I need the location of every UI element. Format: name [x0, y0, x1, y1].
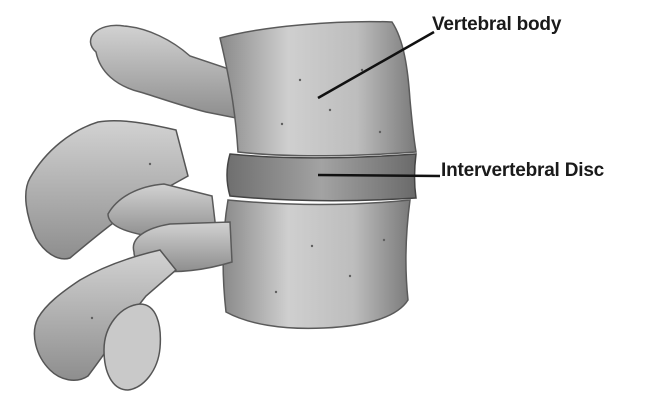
- bone-texture: [90, 68, 386, 320]
- intervertebral-disc-label: Intervertebral Disc: [441, 160, 605, 181]
- upper-vertebral-body: [219, 20, 417, 157]
- vertebral-body-label: Vertebral body: [432, 14, 562, 35]
- lower-vertebral-body: [222, 199, 411, 330]
- intervertebral-disc-leader-line: [317, 173, 441, 178]
- vertebral-body-leader-line: [317, 30, 435, 100]
- inferior-articular-facet: [103, 303, 162, 391]
- upper-articular-process: [89, 24, 237, 119]
- intervertebral-disc: [226, 153, 417, 202]
